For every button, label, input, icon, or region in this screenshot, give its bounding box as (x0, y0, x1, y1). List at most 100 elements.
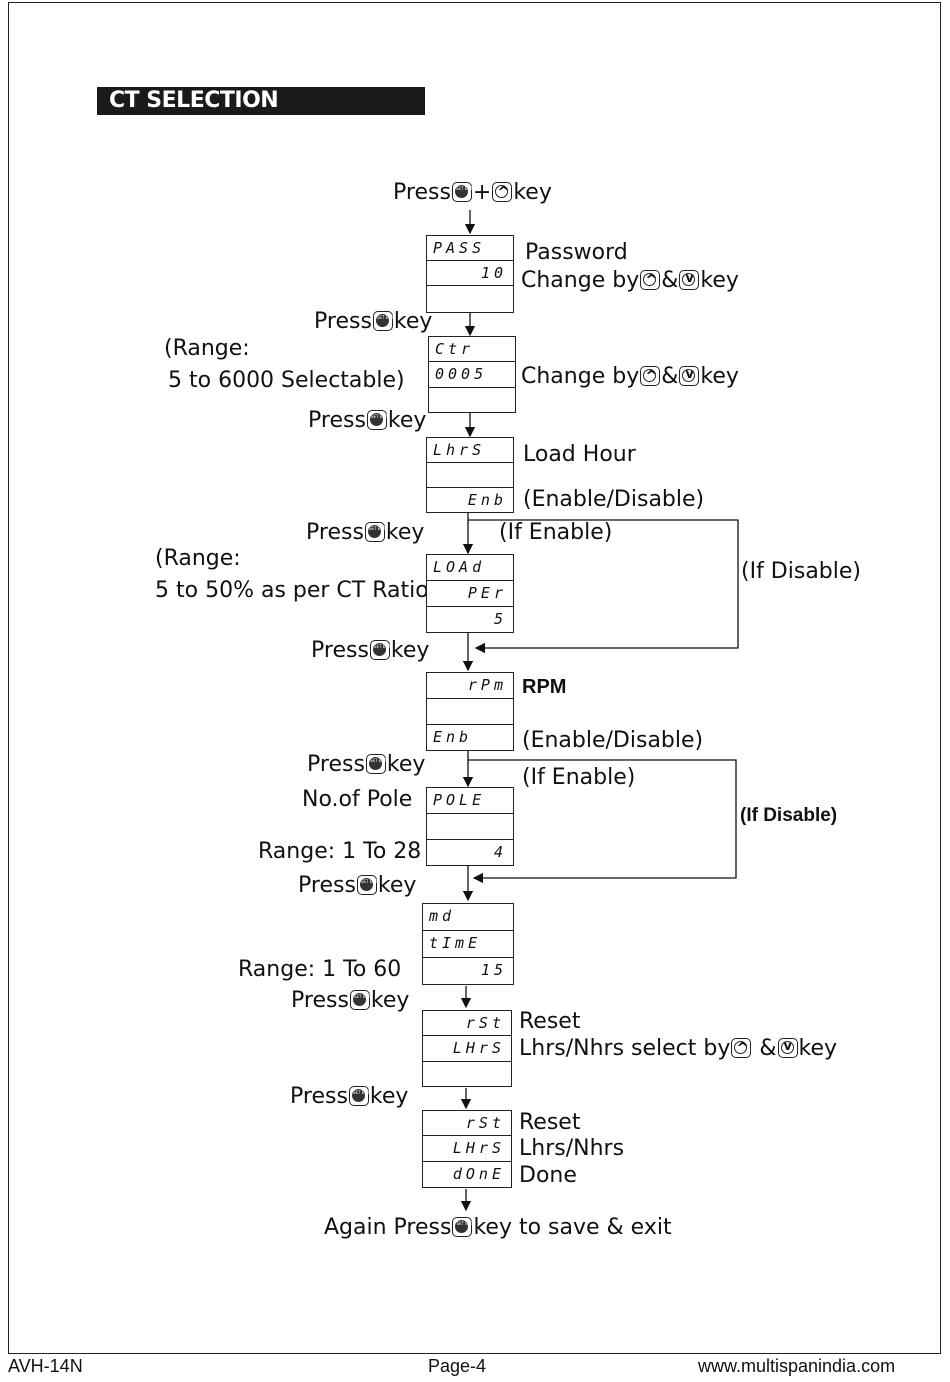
set-ent-key-icon (356, 875, 377, 895)
display-enb-1: Enb (426, 487, 514, 513)
range-load-line1: (Range: (155, 546, 241, 571)
display-time: tImE (422, 930, 514, 958)
display-enb-2: Enb (426, 724, 514, 751)
range-ct-line1: (Range: (164, 336, 250, 361)
press-text: Press (298, 873, 356, 898)
display-blank-5 (426, 813, 514, 840)
press-key-2: Press key (308, 408, 426, 434)
display-per-value: 5 (426, 606, 514, 633)
range-time-label: Range: 1 To 60 (238, 957, 402, 982)
display-rst-1: rSt (422, 1010, 512, 1036)
change-by-text: Change by (521, 364, 640, 389)
lhrs-nhrs-label: Lhrs/Nhrs (519, 1136, 625, 1161)
press-text: Press (291, 988, 349, 1013)
display-pole: POLE (426, 787, 514, 814)
load-hour-label: Load Hour (523, 442, 636, 467)
display-blank-6 (422, 1061, 512, 1087)
down-key-icon (679, 270, 700, 290)
done-label: Done (519, 1163, 577, 1188)
up-key-icon (640, 270, 661, 290)
start-press-text: Press (393, 180, 451, 205)
press-text: Press (307, 752, 365, 777)
key-text: key (798, 1036, 838, 1061)
display-time-value: 15 (422, 957, 514, 985)
start-key-text: key (513, 180, 552, 205)
section-heading: CT SELECTION PROCEDURE (97, 87, 425, 141)
change-by-instruction-1: Change by&key (521, 268, 739, 294)
display-pole-value: 4 (426, 839, 514, 866)
rpm-label: RPM (522, 676, 567, 698)
press-key-6: Press key (298, 873, 416, 899)
press-text: Press (311, 638, 369, 663)
key-text: key (370, 988, 410, 1013)
key-text: key (369, 1084, 409, 1109)
press-key-4: Press key (311, 638, 429, 664)
enable-disable-label-2: (Enable/Disable) (522, 728, 704, 753)
key-text: key (387, 408, 427, 433)
key-text: key (390, 638, 430, 663)
reset-label-2: Reset (519, 1110, 581, 1135)
final-suffix-text: key to save & exit (473, 1215, 672, 1240)
reset-label-1: Reset (519, 1009, 581, 1034)
arrow-if-disable-2 (468, 759, 737, 884)
set-ent-key-icon (348, 1086, 369, 1106)
press-key-8: Presskey (290, 1084, 408, 1110)
down-key-icon (777, 1038, 798, 1058)
change-by-text: Change by (521, 268, 640, 293)
display-lhrs-1: LHrS (422, 1035, 512, 1062)
range-load-line2: 5 to 50% as per CT Ratio) (155, 578, 438, 603)
up-key-icon (492, 182, 513, 202)
up-key-icon (640, 366, 661, 386)
amp-sign: & (661, 268, 679, 293)
display-md: md (422, 903, 514, 931)
password-label: Password (525, 240, 628, 265)
plus-sign: + (472, 180, 492, 205)
start-instruction: Press + key (393, 180, 552, 206)
press-text: Press (308, 408, 366, 433)
if-enable-label-2: (If Enable) (522, 765, 636, 790)
key-text: key (377, 873, 417, 898)
amp-sign: & (759, 1036, 777, 1061)
range-pole-label: Range: 1 To 28 (258, 839, 422, 864)
set-ent-key-icon (349, 990, 370, 1010)
display-lhrs-2: LHrS (422, 1135, 512, 1162)
press-key-5: Presskey (307, 752, 425, 778)
if-disable-label-2: (If Disable) (740, 805, 838, 826)
enable-disable-label-1: (Enable/Disable) (523, 487, 705, 512)
footer-model: AVH-14N (8, 1356, 83, 1376)
display-blank-2 (428, 387, 516, 413)
final-press-text: Again Press (324, 1215, 452, 1240)
display-blank-3 (426, 462, 514, 488)
display-rpm: rPm (426, 672, 514, 699)
if-enable-label-1: (If Enable) (499, 520, 613, 545)
arrow-if-disable-1 (468, 519, 739, 654)
set-ent-key-icon (372, 311, 393, 331)
change-by-instruction-2: Change by&key (521, 364, 739, 390)
display-ctr: Ctr (428, 336, 516, 362)
set-ent-key-icon (366, 410, 387, 430)
display-pass: PASS (426, 235, 514, 261)
down-key-icon (679, 366, 700, 386)
footer-website: www.multispanindia.com (698, 1356, 896, 1376)
display-rst-2: rSt (422, 1110, 512, 1136)
pole-label: No.of Pole (302, 787, 413, 812)
press-key-7: Press key (291, 988, 409, 1014)
key-text: key (700, 268, 739, 293)
key-text: key (393, 309, 433, 334)
press-text: Press (314, 309, 372, 334)
lhrs-select-text: Lhrs/Nhrs select by (519, 1036, 731, 1061)
display-pass-value: 10 (426, 260, 514, 286)
page-frame (8, 2, 941, 1354)
press-text: Press (306, 520, 364, 545)
display-done: dOnE (422, 1161, 512, 1188)
set-ent-key-icon (451, 182, 472, 202)
key-text: key (700, 364, 739, 389)
up-key-icon (731, 1038, 752, 1058)
display-lhrs: LhrS (426, 437, 514, 463)
display-ctr-value: 0005 (428, 361, 516, 388)
footer-page: Page-4 (428, 1356, 487, 1376)
range-ct-line2: 5 to 6000 Selectable) (168, 368, 405, 393)
amp-sign: & (661, 364, 679, 389)
display-blank-1 (426, 285, 514, 313)
